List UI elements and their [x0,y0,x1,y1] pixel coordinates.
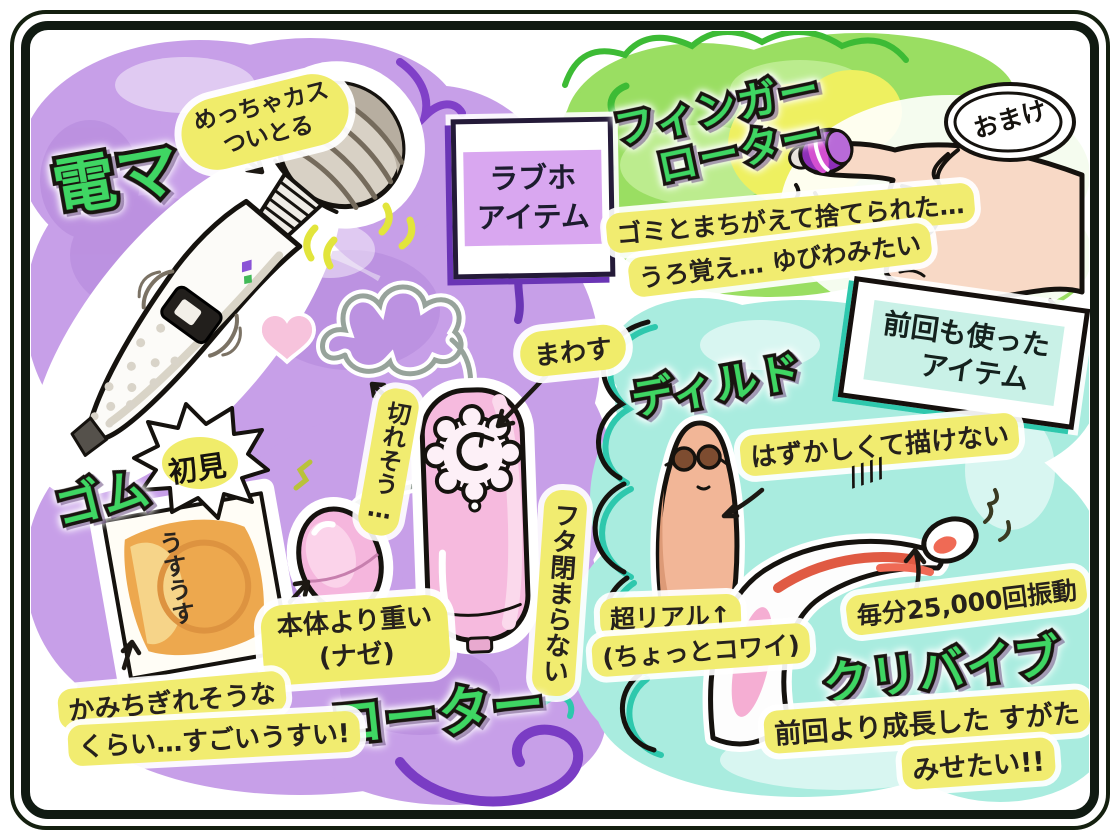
dildo-drawing [650,414,745,626]
shoken-burst-bubble [132,402,270,520]
gomu-shoken-label: 初見 [166,448,229,490]
rotor-controller-drawing [410,377,541,655]
art-area [31,31,1089,809]
heart-icon [257,312,317,365]
wand-logo [241,259,252,285]
lovho-box-line1: ラブホ [488,160,577,196]
drawing-svg [31,31,1089,807]
lovho-item-box: ラブホ アイテム [450,116,616,280]
finger-rotor [788,127,854,175]
omake-speech-bubble [931,82,1076,190]
controller-dial [422,404,523,513]
rotor-heavy-note: 本体より重い (ナゼ) [259,593,453,687]
condom-package-drawing [88,478,304,694]
vibration-marks-wand [303,202,416,270]
clit-vibe-drawing [702,488,1011,752]
dildo-sunglasses [664,444,729,472]
lovho-box-line2: アイテム [476,199,591,235]
wand-slider [137,269,242,358]
